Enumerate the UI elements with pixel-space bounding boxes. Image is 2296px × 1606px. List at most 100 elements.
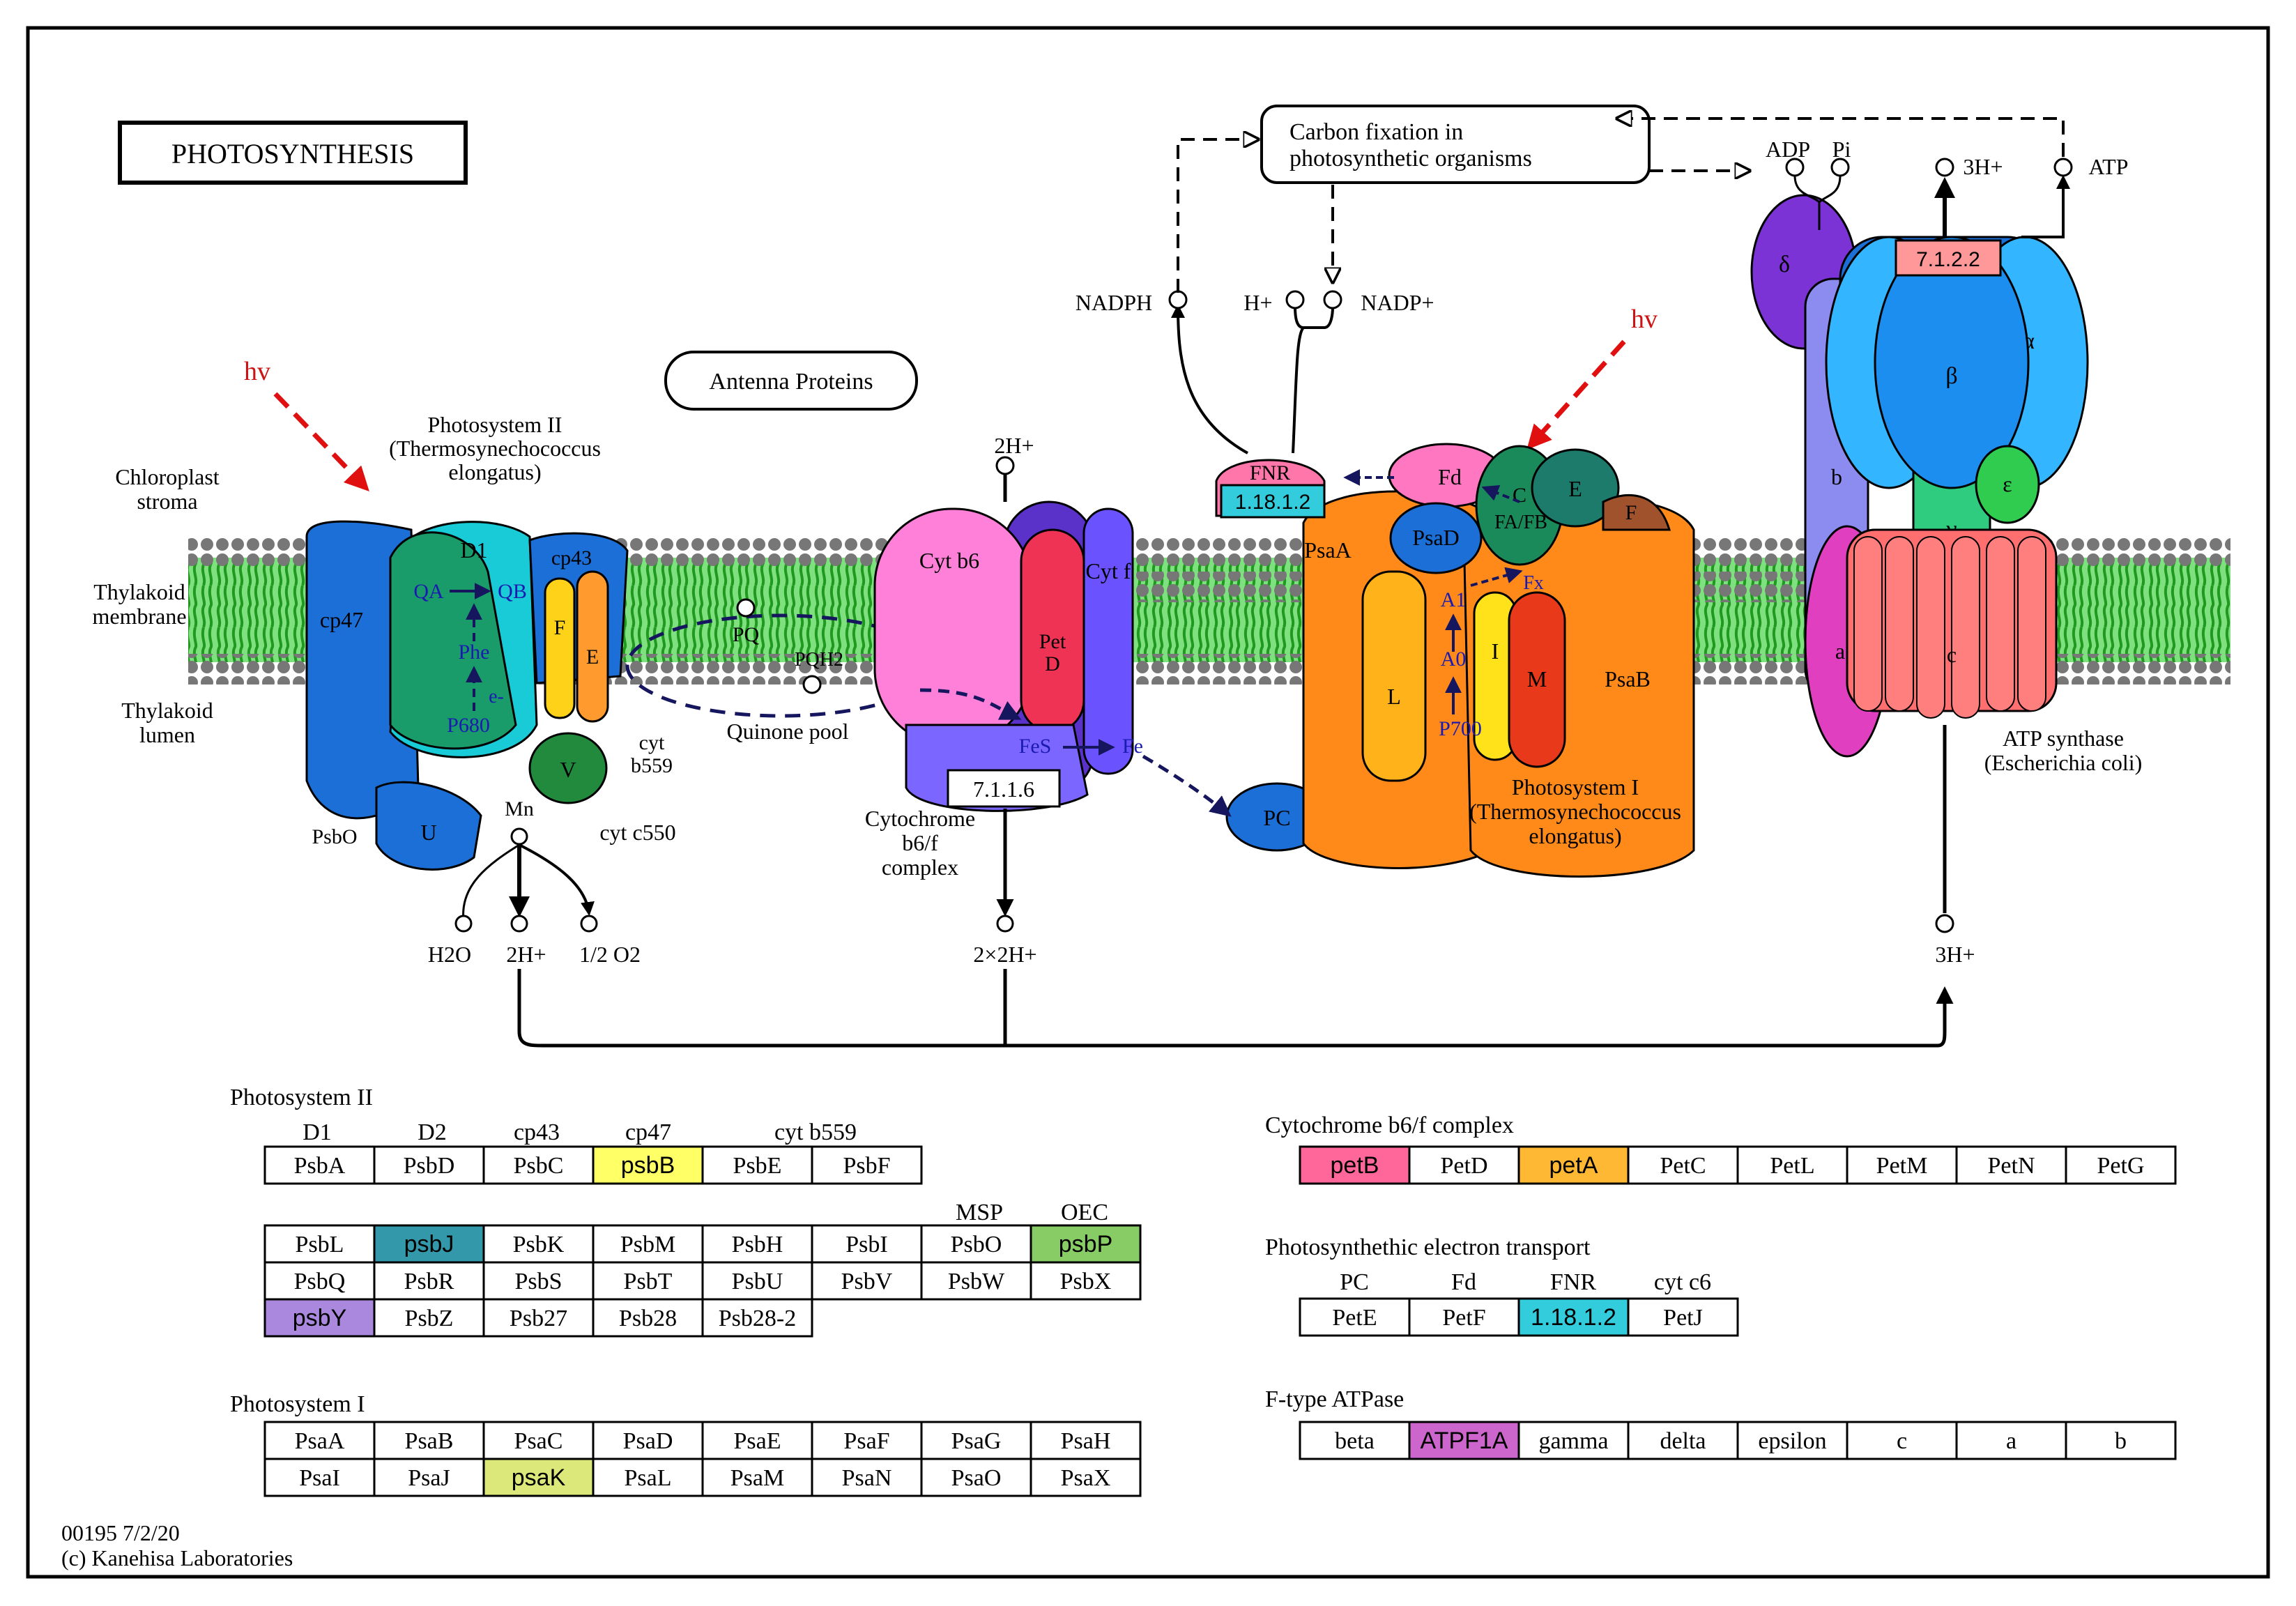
- gene-cell-psab[interactable]: PsaB: [373, 1421, 485, 1460]
- gene-cell-petg[interactable]: PetG: [2065, 1145, 2177, 1185]
- gene-cell-petj[interactable]: PetJ: [1627, 1297, 1739, 1337]
- gene-cell-petd[interactable]: PetD: [1408, 1145, 1520, 1185]
- gene-cell-psbd[interactable]: PsbD: [373, 1145, 485, 1185]
- gene-cell-psbr[interactable]: PsbR: [373, 1261, 485, 1301]
- gene-cell-c[interactable]: c: [1846, 1421, 1958, 1460]
- gene-label: PsbO: [951, 1232, 1002, 1257]
- cyt-b559-e-shape[interactable]: [576, 570, 609, 723]
- gene-cell-psbt[interactable]: PsbT: [592, 1261, 704, 1301]
- gene-cell-psax[interactable]: PsaX: [1030, 1458, 1142, 1497]
- gene-cell-psbb[interactable]: psbB: [592, 1145, 704, 1185]
- psaf-shape[interactable]: [1602, 494, 1671, 531]
- psad-shape[interactable]: [1389, 502, 1483, 574]
- ec-1-18-1-2-box[interactable]: 1.18.1.2: [1220, 484, 1326, 519]
- gene-cell-psbh[interactable]: PsbH: [701, 1224, 813, 1264]
- gene-cell-psai[interactable]: PsaI: [263, 1458, 376, 1497]
- svg-text:cyt c550: cyt c550: [599, 820, 675, 845]
- cyt-b559-f-shape[interactable]: [544, 577, 576, 719]
- table-title-cytb6f: Cytochrome b6/f complex: [1265, 1112, 1514, 1138]
- gene-cell-psae[interactable]: PsaE: [701, 1421, 813, 1460]
- u-shape[interactable]: [375, 781, 482, 871]
- gene-label: PetF: [1442, 1305, 1485, 1331]
- svg-text:Mn: Mn: [505, 797, 534, 820]
- gene-cell-psac[interactable]: PsaC: [482, 1421, 595, 1460]
- gene-cell-petc[interactable]: PetC: [1627, 1145, 1739, 1185]
- svg-text:M: M: [1527, 666, 1547, 691]
- group-label: OEC: [1061, 1200, 1108, 1225]
- gene-cell-psaa[interactable]: PsaA: [263, 1421, 376, 1460]
- cyt-b6-shape[interactable]: [873, 507, 1033, 747]
- gene-cell-psbi[interactable]: PsbI: [811, 1224, 923, 1264]
- gene-cell-a[interactable]: a: [1955, 1421, 2067, 1460]
- psae-shape[interactable]: [1531, 448, 1620, 528]
- ec-7-1-1-6-box[interactable]: 7.1.1.6: [947, 769, 1061, 808]
- gene-label: PsbW: [948, 1269, 1005, 1294]
- gene-cell-psbl[interactable]: PsbL: [263, 1224, 376, 1264]
- gene-cell-psbz[interactable]: PsbZ: [373, 1298, 485, 1338]
- gene-cell-petm[interactable]: PetM: [1846, 1145, 1958, 1185]
- gene-cell-psbp[interactable]: psbP: [1030, 1224, 1142, 1264]
- c-ring-shape[interactable]: [1846, 528, 2058, 719]
- antenna-proteins-link[interactable]: Antenna Proteins: [664, 351, 918, 411]
- gene-cell-petb[interactable]: petB: [1299, 1145, 1411, 1185]
- gene-cell-psba[interactable]: PsbA: [263, 1145, 376, 1185]
- gene-cell-psbj[interactable]: psbJ: [373, 1224, 485, 1264]
- gene-cell-psbx[interactable]: PsbX: [1030, 1261, 1142, 1301]
- gene-cell-gamma[interactable]: gamma: [1517, 1421, 1630, 1460]
- gene-cell-beta[interactable]: beta: [1299, 1421, 1411, 1460]
- psal-shape[interactable]: [1361, 570, 1427, 782]
- gene-cell-1-18-1-2[interactable]: 1.18.1.2: [1517, 1297, 1630, 1337]
- gene-cell-psaf[interactable]: PsaF: [811, 1421, 923, 1460]
- gene-cell-psam[interactable]: PsaM: [701, 1458, 813, 1497]
- ec-7-1-2-2-box[interactable]: 7.1.2.2: [1895, 239, 2002, 277]
- cyt-f-shape[interactable]: [1082, 507, 1134, 775]
- gene-cell-psby[interactable]: psbY: [263, 1298, 376, 1338]
- gene-cell-psbo[interactable]: PsbO: [920, 1224, 1032, 1264]
- gene-cell-delta[interactable]: delta: [1627, 1421, 1739, 1460]
- gene-cell-psaj[interactable]: PsaJ: [373, 1458, 485, 1497]
- gene-cell-psbe[interactable]: PsbE: [701, 1145, 813, 1185]
- gene-cell-petf[interactable]: PetF: [1408, 1297, 1520, 1337]
- gene-cell-pete[interactable]: PetE: [1299, 1297, 1411, 1337]
- gene-label: PsbD: [404, 1153, 455, 1179]
- gene-cell-psbc[interactable]: PsbC: [482, 1145, 595, 1185]
- gene-cell-psb28-2[interactable]: Psb28-2: [701, 1298, 813, 1338]
- gene-cell-petn[interactable]: PetN: [1955, 1145, 2067, 1185]
- svg-text:cp43: cp43: [551, 546, 592, 569]
- gene-cell-psad[interactable]: PsaD: [592, 1421, 704, 1460]
- svg-text:FA/FB: FA/FB: [1494, 512, 1547, 533]
- gene-cell-petl[interactable]: PetL: [1736, 1145, 1849, 1185]
- gene-label: PsaF: [843, 1428, 889, 1454]
- svg-text:Cyt b6: Cyt b6: [919, 548, 979, 573]
- beta-shape[interactable]: [1874, 236, 2030, 489]
- gene-cell-psak[interactable]: psaK: [482, 1458, 595, 1497]
- gene-cell-psah[interactable]: PsaH: [1030, 1421, 1142, 1460]
- gene-cell-psb28[interactable]: Psb28: [592, 1298, 704, 1338]
- gene-cell-psag[interactable]: PsaG: [920, 1421, 1032, 1460]
- v-shape[interactable]: [528, 732, 608, 804]
- psam-shape[interactable]: [1508, 591, 1566, 768]
- gene-cell-b[interactable]: b: [2065, 1421, 2177, 1460]
- gene-cell-epsilon[interactable]: epsilon: [1736, 1421, 1849, 1460]
- gene-cell-atpf1a[interactable]: ATPF1A: [1408, 1421, 1520, 1460]
- gene-cell-psbu[interactable]: PsbU: [701, 1261, 813, 1301]
- gene-label: PsbU: [732, 1269, 783, 1294]
- gene-cell-psbq[interactable]: PsbQ: [263, 1261, 376, 1301]
- water-splitting: H2O 2H+ 1/2 O2: [428, 827, 641, 967]
- gene-cell-psbk[interactable]: PsbK: [482, 1224, 595, 1264]
- gene-cell-psbm[interactable]: PsbM: [592, 1224, 704, 1264]
- gene-cell-peta[interactable]: petA: [1517, 1145, 1630, 1185]
- epsilon-shape[interactable]: [1975, 445, 2040, 524]
- gene-cell-psbv[interactable]: PsbV: [811, 1261, 923, 1301]
- gene-cell-psb27[interactable]: Psb27: [482, 1298, 595, 1338]
- gene-cell-psbw[interactable]: PsbW: [920, 1261, 1032, 1301]
- gene-cell-psan[interactable]: PsaN: [811, 1458, 923, 1497]
- gene-cell-psbf[interactable]: PsbF: [811, 1145, 923, 1185]
- gene-cell-psbs[interactable]: PsbS: [482, 1261, 595, 1301]
- gene-label: PsaG: [951, 1428, 1002, 1454]
- gene-cell-psao[interactable]: PsaO: [920, 1458, 1032, 1497]
- gene-cell-psal[interactable]: PsaL: [592, 1458, 704, 1497]
